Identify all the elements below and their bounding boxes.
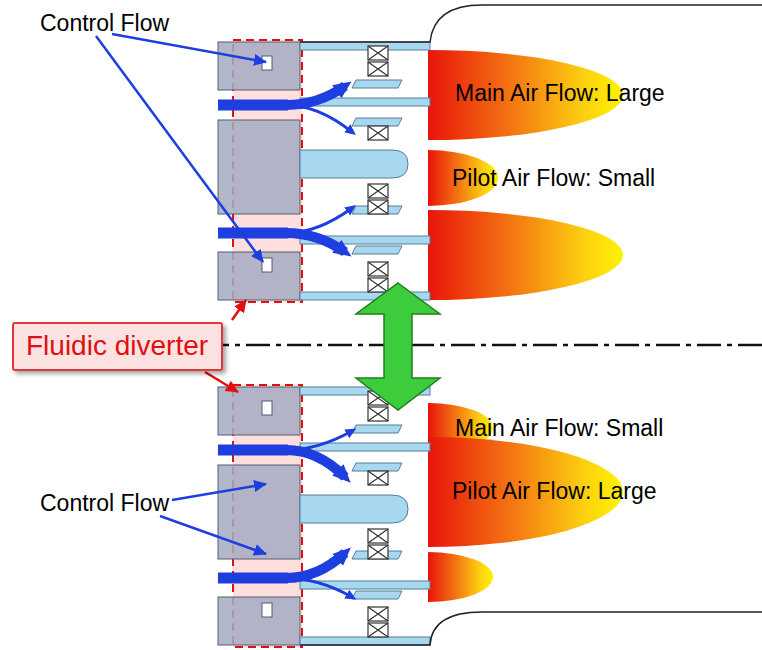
switch-arrow	[356, 283, 440, 410]
swirler	[368, 545, 388, 559]
diverter-block	[218, 120, 300, 214]
pilot-body	[300, 495, 408, 523]
pilot-body	[300, 150, 408, 178]
swirler	[368, 262, 388, 276]
liner-plate	[300, 42, 430, 50]
flame	[428, 552, 493, 602]
leader-line	[232, 300, 246, 320]
air-flow	[286, 86, 345, 105]
swirler	[368, 407, 388, 421]
swirl-vane	[352, 425, 402, 433]
swirl-vane	[352, 118, 402, 126]
air-flow	[218, 228, 288, 239]
swirler	[368, 200, 388, 214]
control-flow-label: Control Flow	[40, 490, 169, 516]
air-flow	[286, 431, 352, 450]
flame-label: Pilot Air Flow: Small	[452, 165, 655, 191]
liner-plate	[300, 637, 430, 645]
swirler	[368, 62, 388, 76]
swirl-vane	[352, 80, 402, 88]
center-line	[205, 344, 762, 347]
swirl-vane	[352, 246, 402, 254]
diverter-block	[218, 597, 300, 645]
control-slot	[262, 401, 272, 415]
air-flow	[286, 553, 345, 578]
flame	[428, 210, 623, 300]
swirler	[368, 126, 388, 140]
diverter-block	[218, 42, 300, 90]
swirler	[368, 529, 388, 543]
flame-label: Pilot Air Flow: Large	[452, 478, 657, 504]
swirler	[368, 62, 388, 76]
swirler	[368, 278, 388, 292]
liner-wall	[300, 612, 762, 645]
swirler	[368, 529, 388, 543]
air-flow	[286, 208, 352, 233]
leader-line	[96, 36, 263, 262]
swirler	[368, 200, 388, 214]
liner-wall	[300, 5, 762, 42]
swirler	[368, 545, 388, 559]
diverter-block	[218, 387, 300, 435]
swirl-vane	[352, 463, 402, 471]
swirler	[368, 262, 388, 276]
leader-line	[172, 484, 266, 500]
diverter-block	[218, 252, 300, 300]
leader-line	[205, 372, 238, 392]
swirl-vane	[352, 591, 402, 599]
air-flow	[218, 100, 288, 111]
control-flow-label: Control Flow	[40, 10, 169, 36]
swirler	[368, 126, 388, 140]
swirler	[368, 471, 388, 485]
control-slot	[262, 56, 272, 70]
swirler	[368, 46, 388, 60]
swirler	[368, 607, 388, 621]
air-flow	[286, 578, 352, 597]
flame-label: Main Air Flow: Large	[455, 80, 665, 106]
air-flow	[286, 450, 345, 477]
swirler	[368, 184, 388, 198]
swirler	[368, 471, 388, 485]
swirler	[368, 607, 388, 621]
swirler	[368, 407, 388, 421]
swirler	[368, 184, 388, 198]
leader-line	[160, 516, 266, 554]
flame-label: Main Air Flow: Small	[455, 415, 663, 441]
swirler	[368, 46, 388, 60]
callout-text: Fluidic diverter	[26, 330, 208, 362]
callout-box: Fluidic diverter	[12, 322, 223, 371]
swirler	[368, 278, 388, 292]
control-slot	[262, 603, 272, 617]
control-slot	[262, 258, 272, 272]
swirler	[368, 623, 388, 637]
air-flow	[286, 105, 352, 132]
leader-line	[112, 34, 266, 62]
swirler	[368, 623, 388, 637]
air-flow	[286, 233, 345, 252]
air-flow	[218, 445, 288, 456]
diverter-block	[218, 465, 300, 559]
air-flow	[218, 573, 288, 584]
